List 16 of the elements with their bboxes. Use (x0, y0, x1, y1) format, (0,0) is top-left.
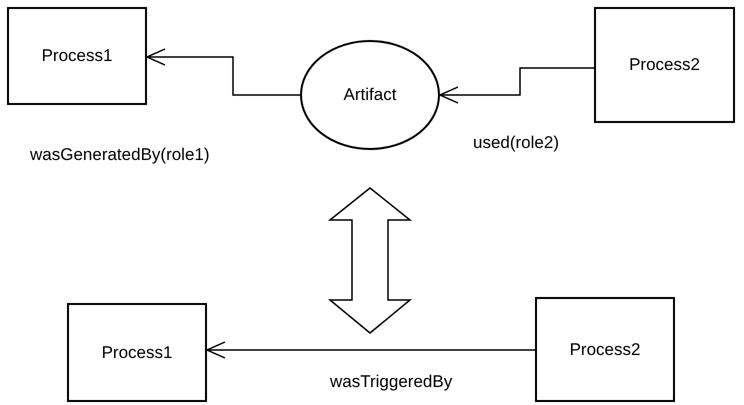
arrow (146, 48, 300, 96)
node-label: Artifact (344, 85, 396, 105)
arrow (439, 67, 594, 104)
artifact-ellipse (300, 40, 440, 150)
edge-label: wasGeneratedBy(role1) (30, 145, 210, 165)
process-box (594, 7, 735, 123)
edge-label: used(role2) (473, 133, 559, 153)
node-label: Process2 (570, 340, 640, 360)
node-label: Process1 (42, 46, 112, 66)
node-label: Process1 (102, 342, 172, 362)
arrow (206, 341, 535, 359)
process-box (7, 7, 147, 105)
process-box (535, 297, 675, 402)
process-box (67, 303, 207, 402)
node-label: Process2 (629, 55, 700, 75)
edge-label: wasTriggeredBy (330, 372, 452, 392)
